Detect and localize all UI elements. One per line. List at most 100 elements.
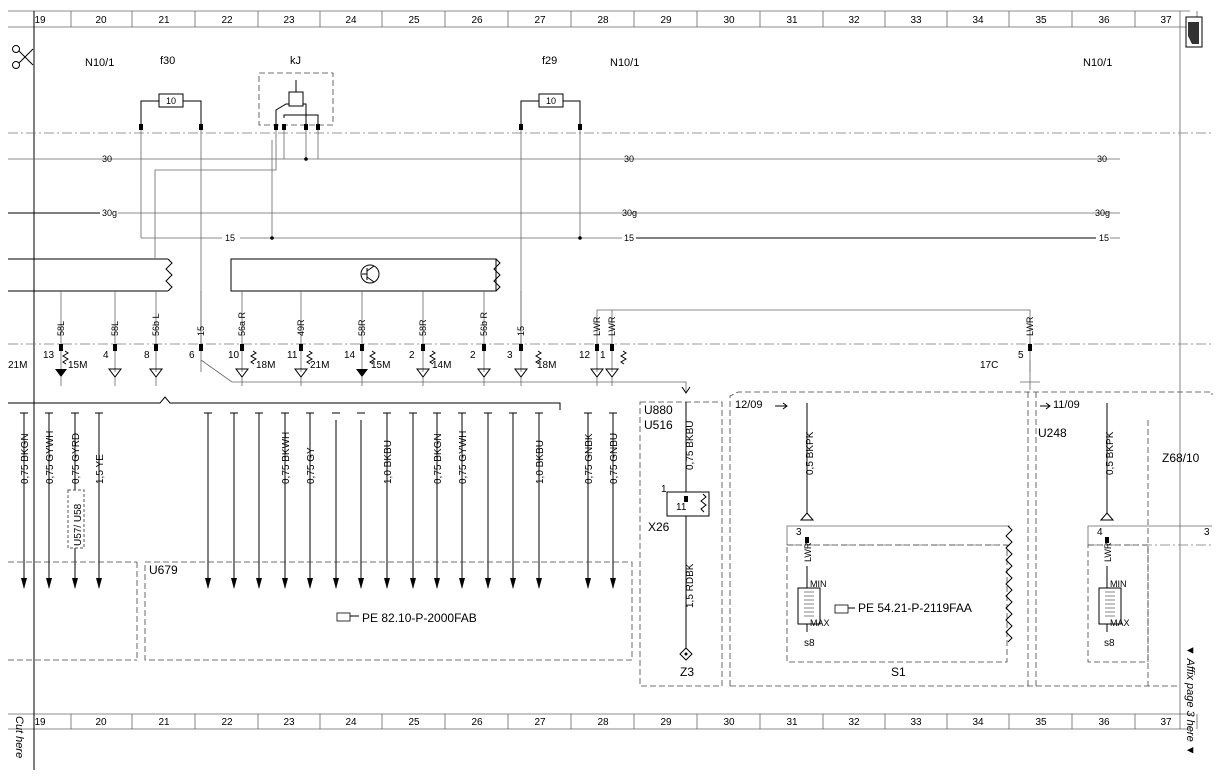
reference-hand-icon [336, 612, 359, 622]
connector-pin-number: 13 [43, 350, 55, 361]
fuse-rating: 10 [546, 96, 556, 106]
grid-column-label: 23 [283, 717, 295, 728]
date-label: 12/09 [735, 399, 763, 411]
grid-column-label: 22 [221, 15, 233, 26]
grid-column-label: 32 [848, 717, 860, 728]
grid-column-label: 31 [786, 717, 798, 728]
connector-pin-number: 11 [287, 350, 298, 361]
grid-column-label: 33 [910, 717, 922, 728]
u57-u58-label: U57/ U58 [73, 503, 84, 546]
connector-pin-number: 12 [579, 350, 591, 361]
grid-column-label: 35 [1035, 717, 1047, 728]
x26-wire-label: 0,75 BKBU [685, 421, 696, 470]
bus-30-label: 30 [102, 154, 112, 164]
page-corner-icon [1185, 16, 1203, 48]
upper-wire-label: 56b L [151, 313, 161, 336]
transistor-icon [360, 264, 380, 284]
fuse-rating: 10 [166, 96, 176, 106]
relay-kj [258, 72, 334, 130]
grid-column-label: 36 [1098, 717, 1110, 728]
bus-30: 30 30 30 [8, 154, 1120, 164]
module-left [8, 258, 173, 292]
grid-column-label: 26 [471, 717, 483, 728]
connector-pin-number: 10 [228, 350, 240, 361]
module-transistor [230, 258, 501, 292]
n10-1-label-left: N10/1 [85, 57, 114, 69]
fuse-ref-21m: 21M [310, 360, 329, 371]
upper-wire-label: 49R [296, 319, 306, 336]
n10-1-label-right: N10/1 [1083, 57, 1112, 69]
lower-wire-label: 0,75 GY [306, 447, 317, 484]
lower-wire-label: 1,0 BKBU [383, 440, 394, 484]
kj-label: kJ [290, 55, 301, 67]
lower-wire-label: 0,75 GNBK [584, 433, 595, 484]
bus-30g-label: 30g [622, 208, 637, 218]
servo-motor-s8: MIN MAX s8 [1098, 566, 1130, 649]
grid-column-label: 29 [660, 15, 672, 26]
u679-label: U679 [149, 563, 178, 577]
bus-30-label: 30 [624, 154, 634, 164]
upper-wire-label: LWR [1025, 316, 1035, 336]
lower-wire-label: 0,75 BKGN [433, 433, 444, 484]
grid-column-label: 33 [910, 15, 922, 26]
bus-15-label: 15 [624, 233, 634, 243]
fuse-ref-17c: 17C [980, 360, 998, 371]
grid-column-label: 25 [408, 717, 420, 728]
affix-page-note: ▼ Affix page 3 here ▼ [1184, 645, 1196, 756]
pe-reference-54: PE 54.21-P-2119FAA [858, 601, 972, 615]
scissors-icon [12, 45, 34, 69]
bus-30-label: 30 [1097, 154, 1107, 164]
z3-label: Z3 [680, 665, 694, 679]
fuse-ref-18m: 18M [537, 360, 556, 371]
min-label: MIN [810, 579, 827, 589]
grid-column-label: 31 [786, 15, 798, 26]
bus-links [140, 130, 582, 345]
x26-pin-11: 11 [676, 502, 687, 513]
lower-wire-label: 0,75 BKWH [281, 432, 292, 484]
upper-wire-label: 58R [418, 319, 428, 336]
connector-pin-number: 1 [600, 350, 606, 361]
lwr-label: LWR [1103, 542, 1113, 562]
lower-wire-label: 0,75 GNBU [609, 433, 620, 484]
s1-label: S1 [891, 665, 906, 679]
pe-reference-82: PE 82.10-P-2000FAB [362, 611, 477, 625]
grid-column-label: 30 [723, 15, 735, 26]
bus-15-label: 15 [225, 233, 235, 243]
grid-column-label: 32 [848, 15, 860, 26]
fuse-f30: 10 [139, 93, 203, 130]
grid-column-label: 22 [221, 717, 233, 728]
connector-pin-number: 2 [470, 350, 476, 361]
u516-label: U516 [644, 418, 673, 432]
u880-label: U880 [644, 403, 673, 417]
grid-column-label: 29 [660, 717, 672, 728]
pin-3: 3 [1204, 527, 1210, 538]
max-label: MAX [1110, 618, 1130, 628]
grid-column-label: 28 [597, 15, 609, 26]
lower-wire-label: 1,5 YE [95, 454, 106, 484]
grid-column-label: 19 [34, 15, 46, 26]
fuse-ref-18m: 18M [256, 360, 275, 371]
grid-column-label: 24 [345, 717, 357, 728]
servo-motor-s8: MIN MAX s8 [797, 566, 830, 649]
grid-column-label: 37 [1160, 717, 1172, 728]
grid-column-label: 27 [534, 15, 546, 26]
s8-label: s8 [1104, 638, 1115, 649]
connector-pin-number: 2 [409, 350, 415, 361]
upper-wire-label: LWR [592, 316, 602, 336]
lower-wire-label: 0,75 GYWH [45, 431, 56, 484]
fuse-ref-21m-left: 21M [8, 360, 27, 371]
cut-here-note: Cut here [13, 716, 25, 758]
grid-column-label: 25 [408, 15, 420, 26]
lower-wire-label: 1,0 BKBU [535, 440, 546, 484]
grid-column-label: 23 [283, 15, 295, 26]
u248-label: U248 [1038, 426, 1067, 440]
grid-column-label: 21 [158, 15, 170, 26]
f30-label: f30 [160, 55, 175, 67]
upper-wire-label: LWR [607, 316, 617, 336]
bus-15: 15 15 15 [141, 233, 1120, 243]
grid-column-label: 35 [1035, 15, 1047, 26]
f29-label: f29 [542, 55, 557, 67]
